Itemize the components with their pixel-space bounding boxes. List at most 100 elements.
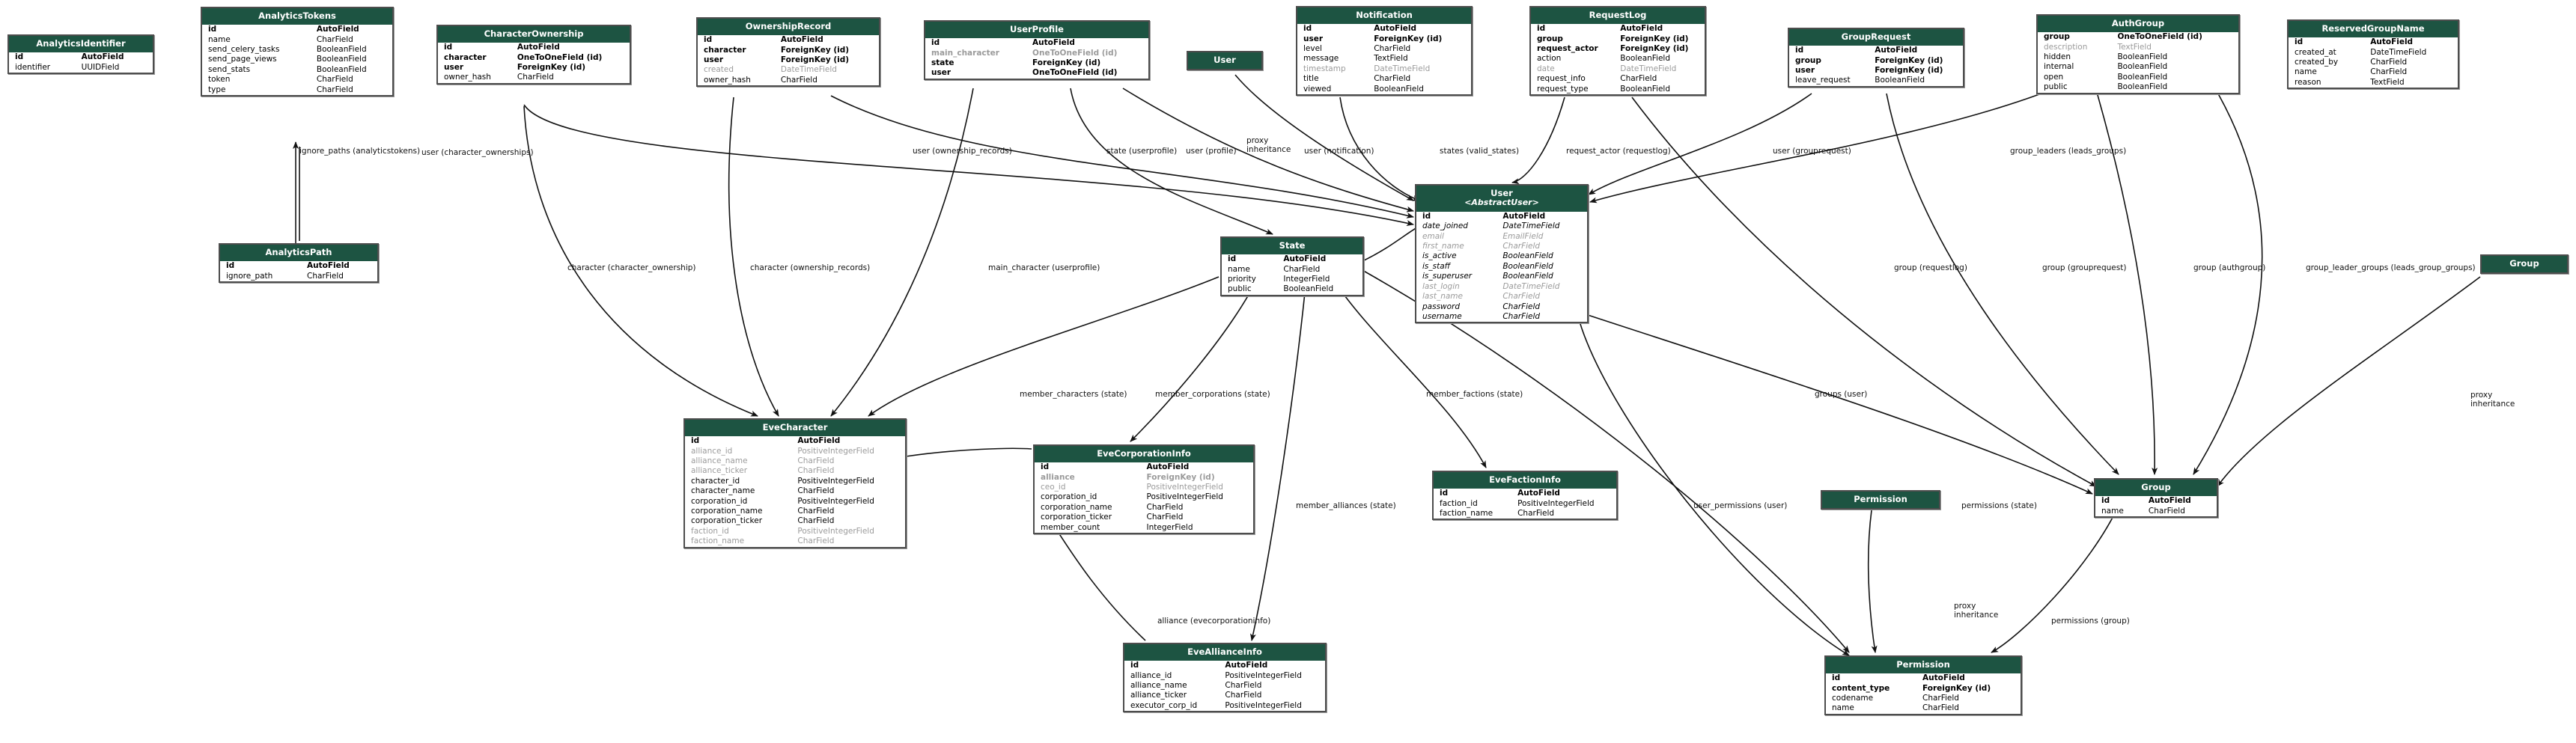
field-type: TextField <box>2370 77 2405 87</box>
field-name: internal <box>2044 62 2074 72</box>
edge-label: group_leaders (leads_groups) <box>2010 147 2127 156</box>
field-type: AutoField <box>1146 462 1190 472</box>
field-name: id <box>2101 496 2110 506</box>
field-type: CharField <box>780 75 817 85</box>
edge-label: permissions (state) <box>1961 501 2037 510</box>
field-type: IntegerField <box>1146 522 1193 532</box>
field-name: id <box>1228 254 1237 264</box>
field-type: CharField <box>797 486 835 496</box>
entity-title-reservedgroupname: ReservedGroupName <box>2289 21 2458 38</box>
field-type: AutoField <box>797 436 841 446</box>
edge-label: member_factions (state) <box>1426 390 1523 399</box>
field-name: timestamp <box>1303 64 1346 73</box>
entity-title-authgroup: AuthGroup <box>2038 16 2238 33</box>
edge-label: user (notification) <box>1304 147 1374 156</box>
field-type: DateTimeField <box>2370 47 2427 57</box>
field-type: AutoField <box>1875 46 1918 55</box>
field-name: alliance_name <box>691 456 748 466</box>
field-type: DateTimeField <box>1374 64 1431 73</box>
field-type: ForeignKey (id) <box>1032 58 1101 68</box>
field-type: OneToOneField (id) <box>1032 68 1118 78</box>
field-type: AutoField <box>306 261 350 271</box>
field-name: group <box>1795 55 1821 65</box>
entity-group_small[interactable]: Group <box>2480 254 2569 275</box>
field-name: id <box>1832 673 1841 683</box>
entity-title-permission_small: Permission <box>1822 492 1939 509</box>
field-type: AutoField <box>1032 38 1075 48</box>
edge-label: proxy inheritance <box>1246 136 1291 154</box>
edge-label: states (valid_states) <box>1440 147 1520 156</box>
field-name: action <box>1537 54 1562 64</box>
field-type: IntegerField <box>1283 275 1330 284</box>
field-type: CharField <box>517 73 554 82</box>
field-type: ForeignKey (id) <box>1875 55 1943 65</box>
entity-title-notification: Notification <box>1297 7 1471 25</box>
entity-title-group_small: Group <box>2482 256 2567 273</box>
field-name: group <box>1537 34 1563 43</box>
field-name: is_superuser <box>1422 272 1473 281</box>
field-type: AutoField <box>1374 24 1417 34</box>
entity-title-characterownership: CharacterOwnership <box>438 26 630 43</box>
entity-permission_small[interactable]: Permission <box>1821 490 1940 510</box>
field-name: leave_request <box>1795 76 1851 85</box>
field-type: AutoField <box>1283 254 1327 264</box>
field-type: OneToOneField (id) <box>2117 32 2202 42</box>
field-name: send_stats <box>208 64 251 74</box>
field-type: CharField <box>316 85 353 94</box>
field-type: CharField <box>1225 681 1262 691</box>
field-name: password <box>1422 302 1461 311</box>
field-name: user <box>444 63 464 73</box>
field-type: CharField <box>316 34 353 44</box>
entity-user_plain[interactable]: User <box>1187 51 1263 71</box>
entity-title-user_plain: User <box>1188 52 1261 70</box>
field-type: BooleanField <box>1374 84 1424 94</box>
field-name: hidden <box>2044 52 2071 62</box>
field-name: corporation_name <box>691 507 763 516</box>
field-name: id <box>1440 489 1449 498</box>
field-name: ceo_id <box>1041 483 1066 492</box>
edge-label: user (ownership_records) <box>913 147 1012 156</box>
